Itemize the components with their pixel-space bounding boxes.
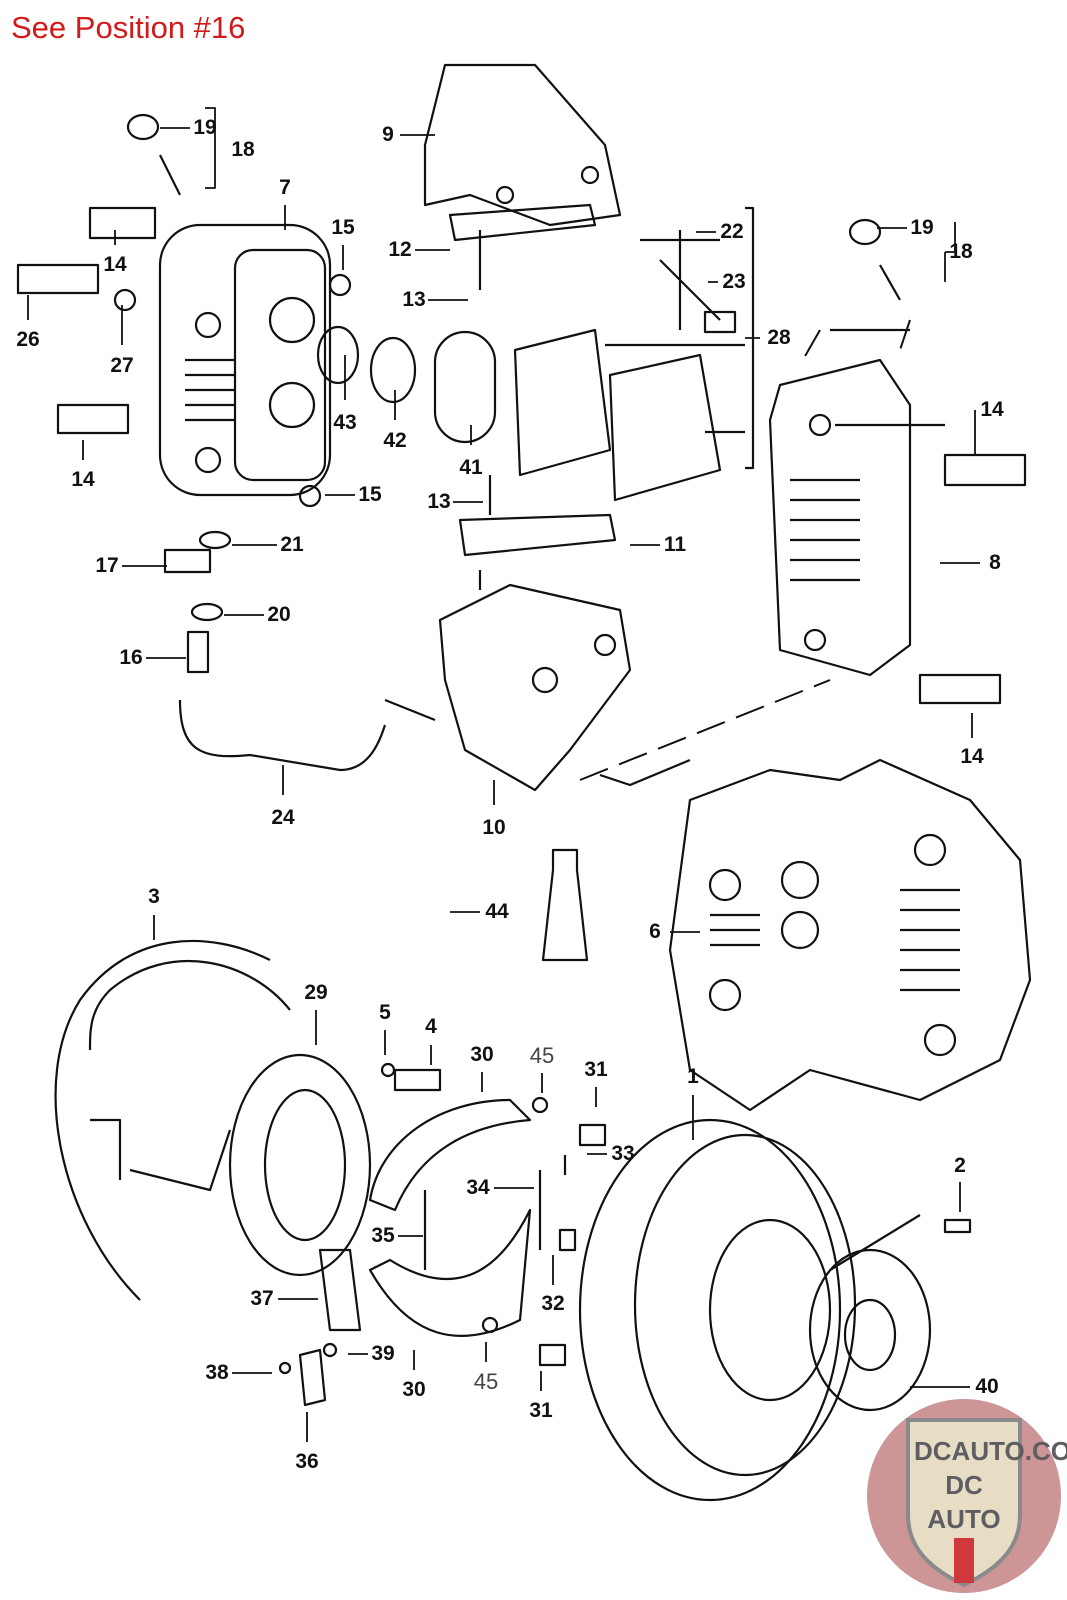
callout-label-30: 30 bbox=[402, 1378, 426, 1401]
callout-label-23: 23 bbox=[722, 270, 746, 293]
callout-label-4: 4 bbox=[425, 1015, 437, 1038]
callout-label-39: 39 bbox=[371, 1342, 395, 1365]
callout-label-42: 42 bbox=[383, 429, 407, 452]
callout-label-9: 9 bbox=[382, 123, 394, 146]
callout-label-35: 35 bbox=[371, 1224, 395, 1247]
caliper-8 bbox=[768, 218, 1027, 705]
callout-label-3: 3 bbox=[148, 885, 160, 908]
callout-label-20: 20 bbox=[267, 603, 291, 626]
callout-label-17: 17 bbox=[95, 554, 119, 577]
callout-label-19: 19 bbox=[910, 216, 934, 239]
callout-label-38: 38 bbox=[205, 1361, 229, 1384]
callout-label-31: 31 bbox=[529, 1399, 553, 1422]
caliper-7 bbox=[158, 223, 332, 497]
callout-label-2: 2 bbox=[954, 1154, 966, 1177]
callout-label-18: 18 bbox=[949, 240, 973, 263]
callout-label-13: 13 bbox=[427, 490, 451, 513]
callout-label-13: 13 bbox=[402, 288, 426, 311]
callout-label-14: 14 bbox=[71, 468, 95, 491]
callout-label-27: 27 bbox=[110, 354, 134, 377]
callout-label-7: 7 bbox=[279, 176, 291, 199]
callout-label-14: 14 bbox=[960, 745, 984, 768]
brake-pads-28 bbox=[513, 206, 755, 502]
callout-label-22: 22 bbox=[720, 220, 744, 243]
callout-label-45: 45 bbox=[473, 1369, 499, 1394]
callout-label-6: 6 bbox=[649, 920, 661, 943]
bolts-left bbox=[16, 113, 497, 674]
callout-label-44: 44 bbox=[485, 900, 509, 923]
callout-label-11: 11 bbox=[663, 533, 687, 556]
brake-rotor-1 bbox=[578, 1118, 972, 1502]
callout-label-10: 10 bbox=[482, 816, 506, 839]
dust-shield-3 bbox=[54, 939, 291, 1301]
backing-plate-29 bbox=[228, 1053, 442, 1277]
callout-label-5: 5 bbox=[379, 1001, 391, 1024]
callout-label-14: 14 bbox=[980, 398, 1004, 421]
mount-9 bbox=[423, 63, 622, 590]
callout-label-1: 1 bbox=[687, 1065, 699, 1088]
callout-label-45: 45 bbox=[529, 1043, 555, 1068]
caliper-assembly-6 bbox=[668, 758, 1032, 1112]
callout-label-21: 21 bbox=[280, 533, 304, 556]
callout-label-31: 31 bbox=[584, 1058, 608, 1081]
grease-tube-44 bbox=[541, 848, 589, 962]
position-note: See Position #16 bbox=[11, 10, 246, 45]
callout-label-26: 26 bbox=[16, 328, 40, 351]
callout-label-36: 36 bbox=[295, 1450, 319, 1473]
callout-label-30: 30 bbox=[470, 1043, 494, 1066]
callout-label-24: 24 bbox=[271, 806, 295, 829]
callout-label-19: 19 bbox=[193, 116, 217, 139]
callout-label-15: 15 bbox=[358, 483, 382, 506]
mount-10 bbox=[178, 583, 691, 792]
callout-label-32: 32 bbox=[541, 1292, 565, 1315]
callout-label-18: 18 bbox=[231, 138, 255, 161]
callout-label-43: 43 bbox=[333, 411, 357, 434]
brake-shoes-30 bbox=[278, 1096, 607, 1407]
callout-label-16: 16 bbox=[119, 646, 143, 669]
callout-label-33: 33 bbox=[611, 1142, 635, 1165]
callout-label-34: 34 bbox=[466, 1176, 490, 1199]
callout-label-41: 41 bbox=[459, 456, 483, 479]
callout-label-40: 40 bbox=[975, 1375, 999, 1398]
callout-label-37: 37 bbox=[250, 1287, 274, 1310]
callout-label-8: 8 bbox=[989, 551, 1001, 574]
callout-label-14: 14 bbox=[103, 253, 127, 276]
callout-label-28: 28 bbox=[767, 326, 791, 349]
callout-label-12: 12 bbox=[388, 238, 412, 261]
leader-lines bbox=[27, 107, 980, 1442]
callout-label-29: 29 bbox=[304, 981, 328, 1004]
callout-label-15: 15 bbox=[331, 216, 355, 239]
alignment-dashes bbox=[579, 319, 911, 781]
